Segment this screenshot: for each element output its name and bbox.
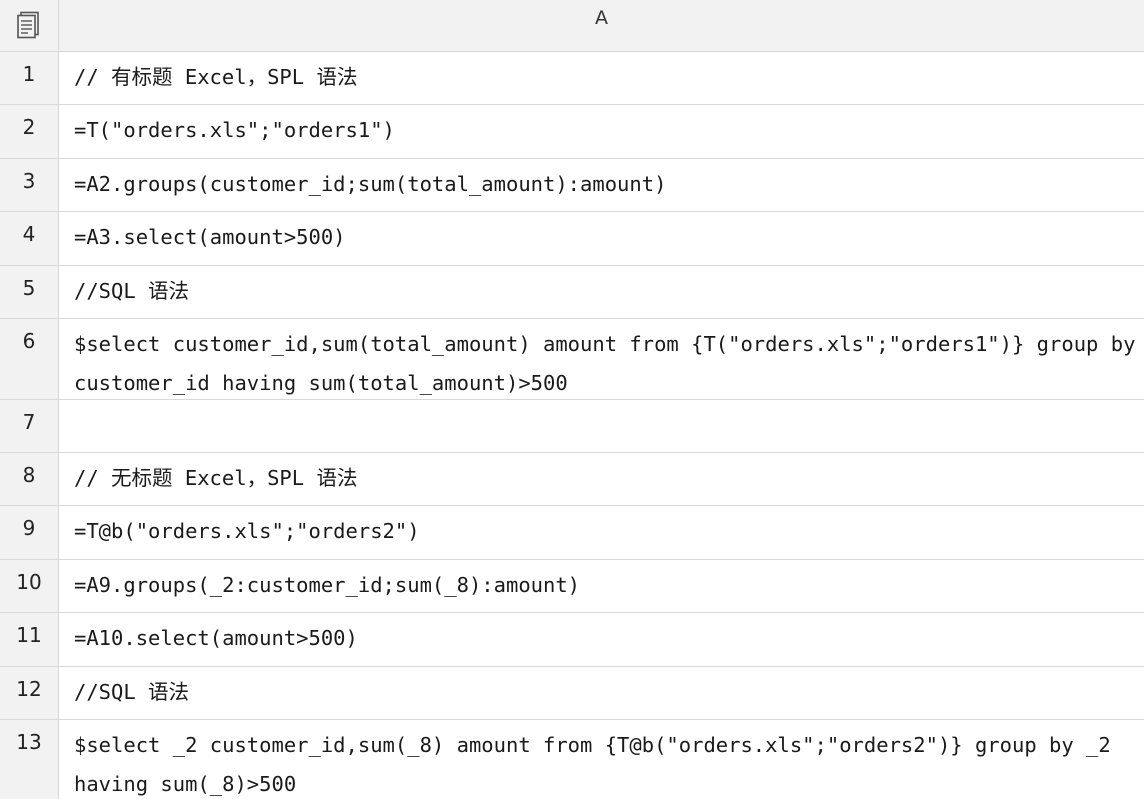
table-row: 6 $select customer_id,sum(total_amount) … [0,319,1144,400]
table-row: 4 =A3.select(amount>500) [0,212,1144,266]
cell-a12[interactable]: //SQL 语法 [74,680,190,704]
row-number[interactable]: 5 [0,266,59,318]
table-row: 5 //SQL 语法 [0,266,1144,319]
cell-a2[interactable]: =T("orders.xls";"orders1") [74,118,395,142]
row-number[interactable]: 8 [0,453,59,505]
select-all-corner[interactable] [0,0,59,51]
table-row: 2 =T("orders.xls";"orders1") [0,105,1144,159]
row-number[interactable]: 6 [0,319,59,399]
table-row: 7 [0,400,1144,453]
cell-a4[interactable]: =A3.select(amount>500) [74,225,346,249]
cell-a3[interactable]: =A2.groups(customer_id;sum(total_amount)… [74,172,667,196]
row-number[interactable]: 13 [0,720,59,799]
column-header-row: A [0,0,1144,52]
document-stack-icon [17,11,39,38]
cell-a13[interactable]: $select _2 customer_id,sum(_8) amount fr… [74,733,1124,796]
cell-a9[interactable]: =T@b("orders.xls";"orders2") [74,519,420,543]
table-row: 3 =A2.groups(customer_id;sum(total_amoun… [0,159,1144,212]
row-number[interactable]: 9 [0,506,59,559]
row-number[interactable]: 12 [0,667,59,719]
cell-a10[interactable]: =A9.groups(_2:customer_id;sum(_8):amount… [74,573,581,597]
column-header-a[interactable]: A [595,7,608,29]
row-number[interactable]: 2 [0,105,59,158]
row-number[interactable]: 1 [0,52,59,104]
cell-a1[interactable]: // 有标题 Excel，SPL 语法 [74,65,358,89]
table-row: 10 =A9.groups(_2:customer_id;sum(_8):amo… [0,560,1144,613]
table-row: 13 $select _2 customer_id,sum(_8) amount… [0,720,1144,799]
table-row: 11 =A10.select(amount>500) [0,613,1144,667]
cell-a7[interactable] [59,400,1144,452]
cell-a8[interactable]: // 无标题 Excel，SPL 语法 [74,466,358,490]
cell-a6[interactable]: $select customer_id,sum(total_amount) am… [74,332,1136,395]
row-number[interactable]: 4 [0,212,59,265]
cell-a5[interactable]: //SQL 语法 [74,279,190,303]
cell-a11[interactable]: =A10.select(amount>500) [74,626,358,650]
table-row: 1 // 有标题 Excel，SPL 语法 [0,52,1144,105]
table-row: 8 // 无标题 Excel，SPL 语法 [0,453,1144,506]
row-number[interactable]: 10 [0,560,59,612]
row-number[interactable]: 7 [0,400,59,452]
row-number[interactable]: 11 [0,613,59,666]
row-number[interactable]: 3 [0,159,59,211]
table-row: 9 =T@b("orders.xls";"orders2") [0,506,1144,560]
table-row: 12 //SQL 语法 [0,667,1144,720]
